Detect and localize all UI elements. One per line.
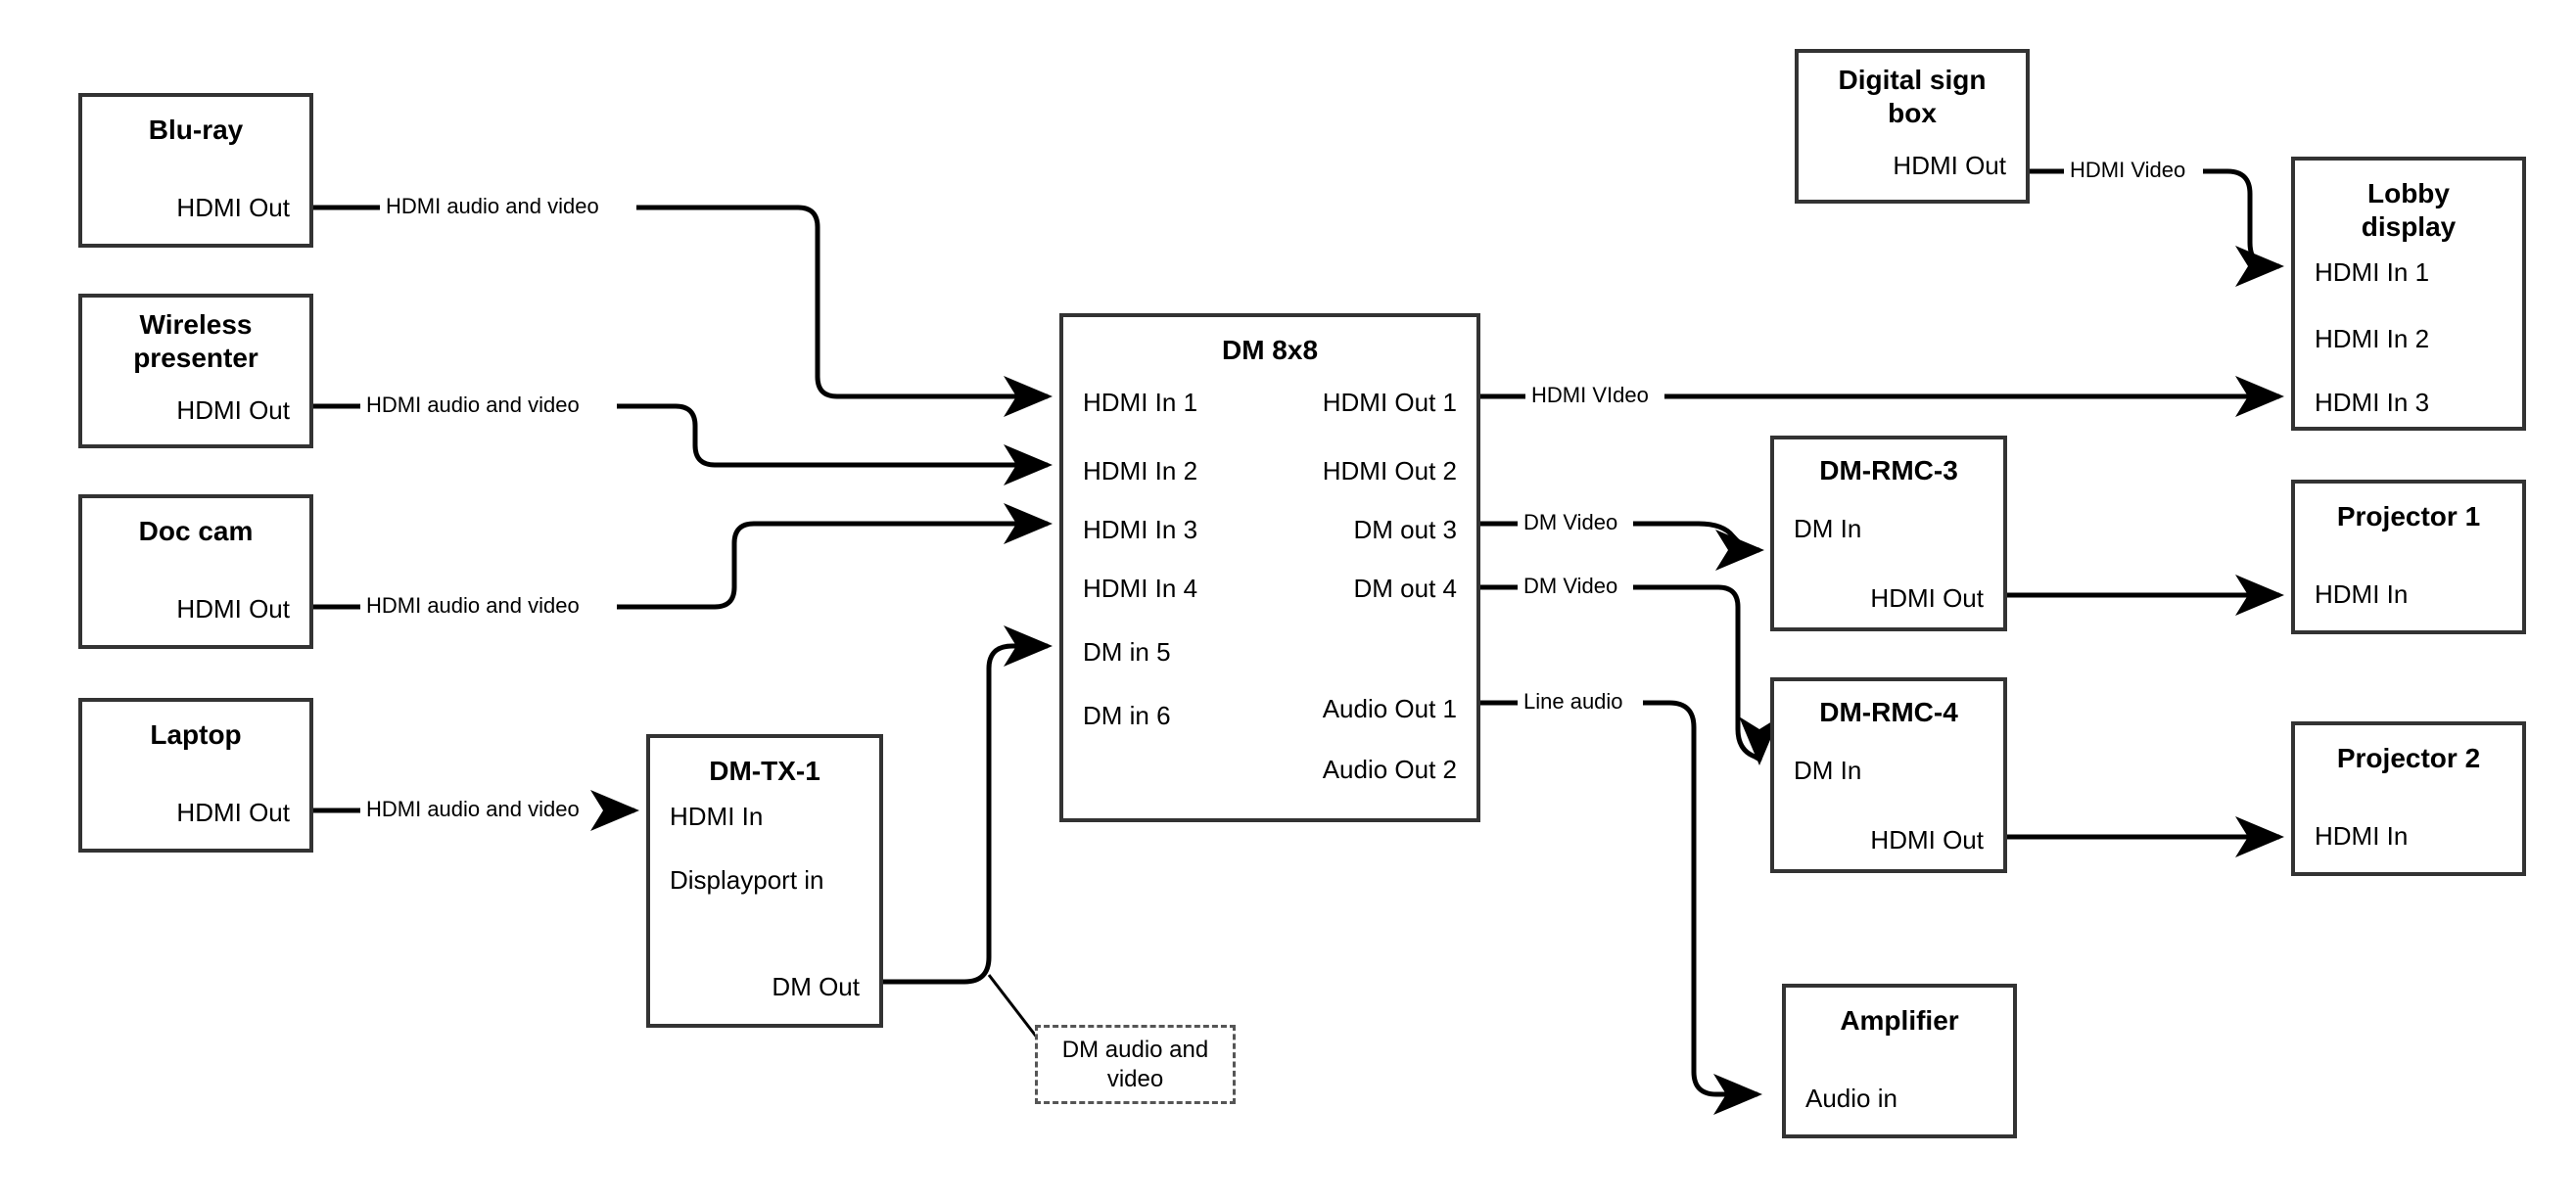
node-projector-2-title: Projector 2 [2336, 743, 2481, 773]
wire-dmtx1-to-dm8x8 [883, 625, 1053, 985]
node-digital-sign-box[interactable]: Digital sign box HDMI Out [1795, 49, 2030, 204]
node-digital-sign-box-port-hdmi-out: HDMI Out [1893, 151, 2006, 180]
node-dm-rmc-4[interactable]: DM-RMC-4 DM In HDMI Out [1770, 677, 2007, 873]
node-digital-sign-box-title-line2: box [1888, 98, 1937, 128]
node-laptop[interactable]: Laptop HDMI Out [78, 698, 313, 853]
edge-label-digitalsign-to-lobby: HDMI Video [2064, 160, 2192, 181]
node-dm-tx-1[interactable]: DM-TX-1 HDMI In Displayport in DM Out [646, 734, 883, 1028]
node-projector-2-port-hdmi-in: HDMI In [2315, 821, 2409, 851]
node-amplifier-port-audio-in: Audio in [1805, 1084, 1897, 1113]
node-projector-1-title: Projector 1 [2336, 501, 2481, 531]
node-wireless-presenter[interactable]: Wireless presenter HDMI Out [78, 294, 313, 448]
wire-dm8x8-audioout1-to-amplifier [1480, 700, 1757, 1094]
node-dm-8x8-output-2: HDMI Out 2 [1322, 456, 1457, 485]
edge-label-dm8x8-audioout1: Line audio [1518, 691, 1629, 713]
node-dm-rmc-4-port-dm-in: DM In [1794, 756, 1862, 785]
node-dm-8x8-input-1: HDMI In 1 [1083, 388, 1198, 417]
node-dm-8x8-input-5: DM in 5 [1083, 637, 1171, 667]
edge-label-wireless-to-dm8x8: HDMI audio and video [360, 394, 585, 416]
node-laptop-port-hdmi-out: HDMI Out [176, 798, 290, 827]
node-dm-tx-1-port-hdmi-in: HDMI In [670, 802, 764, 831]
edge-label-doccam-to-dm8x8: HDMI audio and video [360, 595, 585, 617]
node-laptop-title: Laptop [150, 719, 242, 750]
node-dm-8x8-title: DM 8x8 [1221, 335, 1319, 365]
node-dm-rmc-3-title: DM-RMC-3 [1819, 455, 1958, 485]
node-projector-2[interactable]: Projector 2 HDMI In [2291, 721, 2526, 876]
node-lobby-display-port-hdmi-in-2: HDMI In 2 [2315, 324, 2430, 353]
edge-label-dm8x8-dmout4: DM Video [1518, 576, 1624, 597]
node-dm-rmc-3-port-hdmi-out: HDMI Out [1870, 583, 1984, 613]
node-dm-tx-1-port-displayport-in: Displayport in [670, 865, 824, 895]
node-amplifier-title: Amplifier [1840, 1005, 1959, 1036]
node-bluray-port-hdmi-out: HDMI Out [176, 193, 290, 222]
node-dm-rmc-3-port-dm-in: DM In [1794, 514, 1862, 543]
wire-digitalsign-to-lobby [2030, 168, 2279, 266]
node-dm-8x8-input-4: HDMI In 4 [1083, 574, 1198, 603]
node-dm-rmc-4-port-hdmi-out: HDMI Out [1870, 825, 1984, 855]
wire-dm8x8-dmout4-to-dmrmc4 [1480, 584, 1759, 761]
node-dm-8x8-input-3: HDMI In 3 [1083, 515, 1198, 544]
edge-label-dm8x8-dmout3: DM Video [1518, 512, 1624, 533]
node-dm-8x8-output-4: DM out 4 [1353, 574, 1458, 603]
node-doc-cam-port-hdmi-out: HDMI Out [176, 594, 290, 624]
node-bluray[interactable]: Blu-ray HDMI Out [78, 93, 313, 248]
node-projector-1[interactable]: Projector 1 HDMI In [2291, 480, 2526, 634]
node-dm-rmc-3[interactable]: DM-RMC-3 DM In HDMI Out [1770, 436, 2007, 631]
node-dm-8x8-input-2: HDMI In 2 [1083, 456, 1198, 485]
callout-line-2: video [1106, 1065, 1164, 1092]
node-digital-sign-box-title-line1: Digital sign [1838, 65, 1987, 95]
node-dm-8x8-output-3: DM out 3 [1353, 515, 1458, 544]
edge-label-laptop-to-dmtx1: HDMI audio and video [360, 799, 585, 820]
edge-label-bluray-to-dm8x8: HDMI audio and video [380, 196, 605, 217]
node-doc-cam-title: Doc cam [138, 516, 254, 546]
node-bluray-title: Blu-ray [148, 115, 244, 145]
node-dm-8x8-output-6: Audio Out 2 [1322, 755, 1457, 784]
node-wireless-presenter-port-hdmi-out: HDMI Out [176, 395, 290, 425]
node-wireless-presenter-title-line2: presenter [133, 343, 258, 373]
node-dm-8x8-input-6: DM in 6 [1083, 701, 1171, 730]
edge-label-dm8x8-hdmiout1: HDMI VIdeo [1525, 385, 1655, 406]
callout-line-1: DM audio and [1061, 1036, 1209, 1063]
node-lobby-display[interactable]: Lobby display HDMI In 1 HDMI In 2 HDMI I… [2291, 157, 2526, 431]
node-lobby-display-title-line1: Lobby [2367, 178, 2450, 208]
wire-bluray-to-dm8x8 [313, 205, 1048, 396]
node-dm-8x8-output-5: Audio Out 1 [1322, 694, 1457, 723]
node-wireless-presenter-title-line1: Wireless [139, 309, 253, 340]
node-dm-8x8[interactable]: DM 8x8 HDMI In 1 HDMI In 2 HDMI In 3 HDM… [1059, 313, 1480, 822]
node-lobby-display-port-hdmi-in-3: HDMI In 3 [2315, 388, 2430, 417]
node-dm-tx-1-title: DM-TX-1 [709, 756, 820, 786]
node-dm-tx-1-port-dm-out: DM Out [772, 972, 860, 1001]
callout-dm-audio-and-video: DM audio and video [1035, 1025, 1236, 1104]
node-doc-cam[interactable]: Doc cam HDMI Out [78, 494, 313, 649]
node-dm-8x8-output-1: HDMI Out 1 [1322, 388, 1457, 417]
node-dm-rmc-4-title: DM-RMC-4 [1819, 697, 1958, 727]
node-projector-1-port-hdmi-in: HDMI In [2315, 579, 2409, 609]
node-lobby-display-title-line2: display [2361, 211, 2457, 242]
node-lobby-display-port-hdmi-in-1: HDMI In 1 [2315, 257, 2430, 287]
callout-leader-line [987, 974, 1043, 1043]
node-amplifier[interactable]: Amplifier Audio in [1782, 984, 2017, 1138]
